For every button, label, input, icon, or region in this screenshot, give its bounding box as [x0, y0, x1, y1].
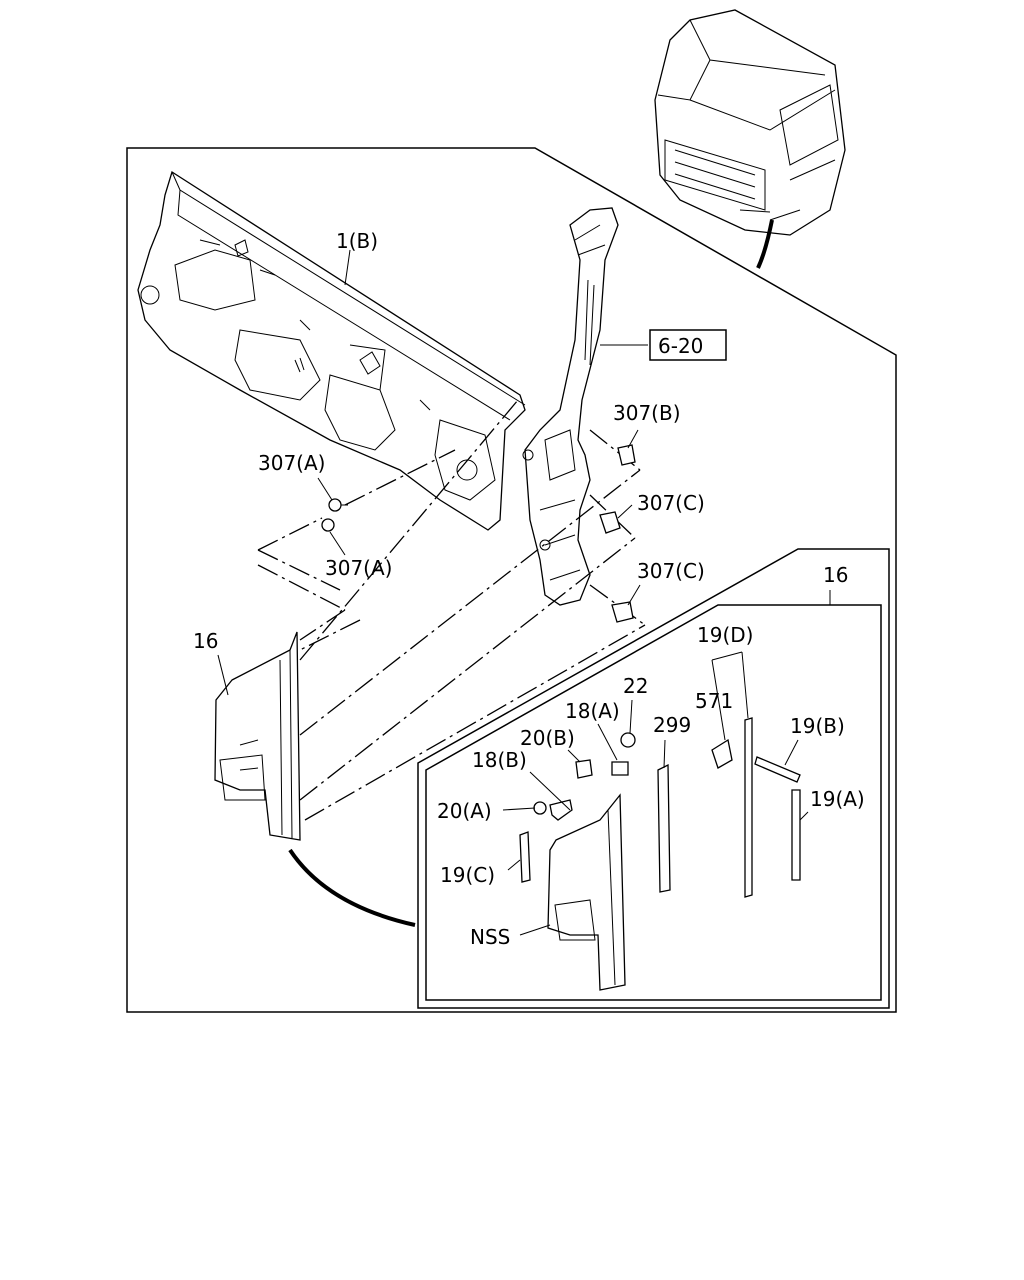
clip-307b: [617, 444, 636, 466]
label-part-299: 299: [653, 713, 691, 737]
clip-307c-top: [599, 511, 621, 534]
label-cowl-panel: 1(B): [336, 229, 378, 253]
label-nss: NSS: [470, 925, 510, 949]
label-part-19b: 19(B): [790, 714, 845, 738]
label-part-22: 22: [623, 674, 648, 698]
label-box-pillar-ref: [649, 329, 727, 361]
label-part-20b: 20(B): [520, 726, 575, 750]
cowl-panel: [137, 170, 526, 531]
detail-frame-inner: [425, 604, 882, 1001]
label-part-18b: 18(B): [472, 748, 527, 772]
truck-cab-icon: [654, 9, 846, 269]
clip-307c-bottom: [611, 601, 634, 623]
label-clip-307c-top: 307(C): [637, 491, 705, 515]
leader-lines: [257, 399, 646, 821]
label-clip-307c-bottom: 307(C): [637, 559, 705, 583]
detail-arrow: [288, 848, 416, 927]
label-part-19c: 19(C): [440, 863, 495, 887]
label-cover-16-detail: 16: [823, 563, 848, 587]
label-clip-307b: 307(B): [613, 401, 681, 425]
detail-label-leaders: [502, 651, 809, 936]
main-frame: [126, 147, 897, 1013]
label-part-571: 571: [695, 689, 733, 713]
detail-frame-outer: [417, 548, 890, 1009]
label-cover-16-main: 16: [193, 629, 218, 653]
label-part-20a: 20(A): [437, 799, 492, 823]
detail-parts: [519, 717, 801, 991]
cover-16: [214, 631, 301, 841]
label-clip-307a-bottom: 307(A): [325, 556, 392, 580]
label-leaders: [217, 249, 831, 696]
label-part-19a: 19(A): [810, 787, 865, 811]
clip-307a-top: [328, 498, 348, 512]
label-pillar-ref: 6-20: [658, 334, 703, 358]
front-pillar: [522, 207, 619, 606]
label-part-19d: 19(D): [697, 623, 753, 647]
label-clip-307a-top: 307(A): [258, 451, 325, 475]
clip-307a-bottom: [321, 518, 335, 532]
label-part-18a: 18(A): [565, 699, 620, 723]
